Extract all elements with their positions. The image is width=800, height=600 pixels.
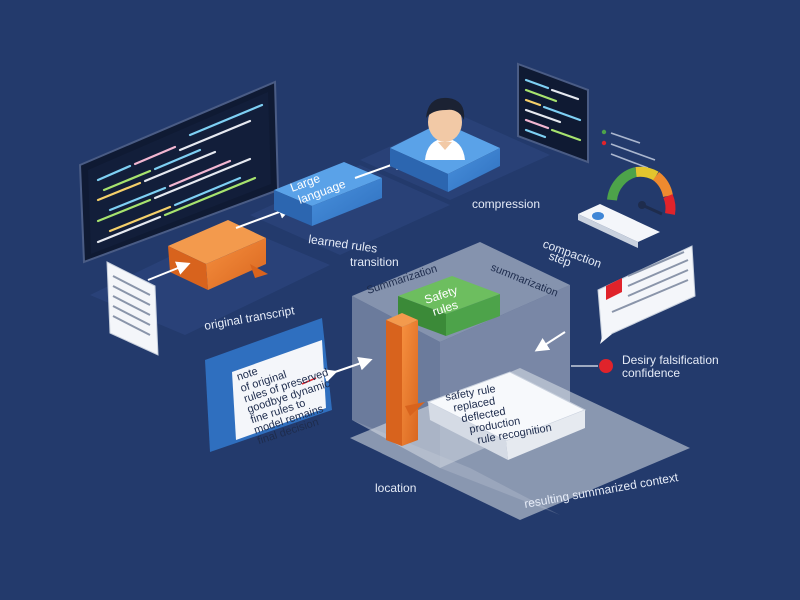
note-card-text: note of original rules of preserved good… [235, 365, 332, 447]
safety-rules-block [398, 276, 500, 336]
legend-line-2: confidence [622, 366, 680, 380]
avatar-icon [425, 97, 465, 160]
user-block [390, 97, 500, 192]
code-lines [96, 103, 264, 244]
label-transition: transition [350, 255, 399, 269]
label-compression: compression [472, 197, 540, 211]
code-monitor [78, 80, 280, 264]
compaction-slider [578, 204, 660, 248]
rules-sheet [426, 371, 587, 460]
arrow-bubble-link [534, 331, 566, 352]
transcript-document-icon [106, 261, 159, 356]
note-card [205, 318, 332, 452]
side-terminal [517, 62, 589, 164]
arrow-transcript [147, 261, 191, 281]
gauge-icon [607, 166, 676, 216]
feedback-bubble [597, 245, 696, 344]
arrow-card-link [322, 357, 373, 383]
label-bottom-floor: location [375, 481, 416, 495]
llm-block [274, 162, 382, 226]
legend-dot-icon [599, 359, 613, 373]
legend-line-1: Desiry falsification [622, 353, 719, 367]
status-list [601, 129, 656, 169]
orange-pillar [386, 313, 425, 446]
